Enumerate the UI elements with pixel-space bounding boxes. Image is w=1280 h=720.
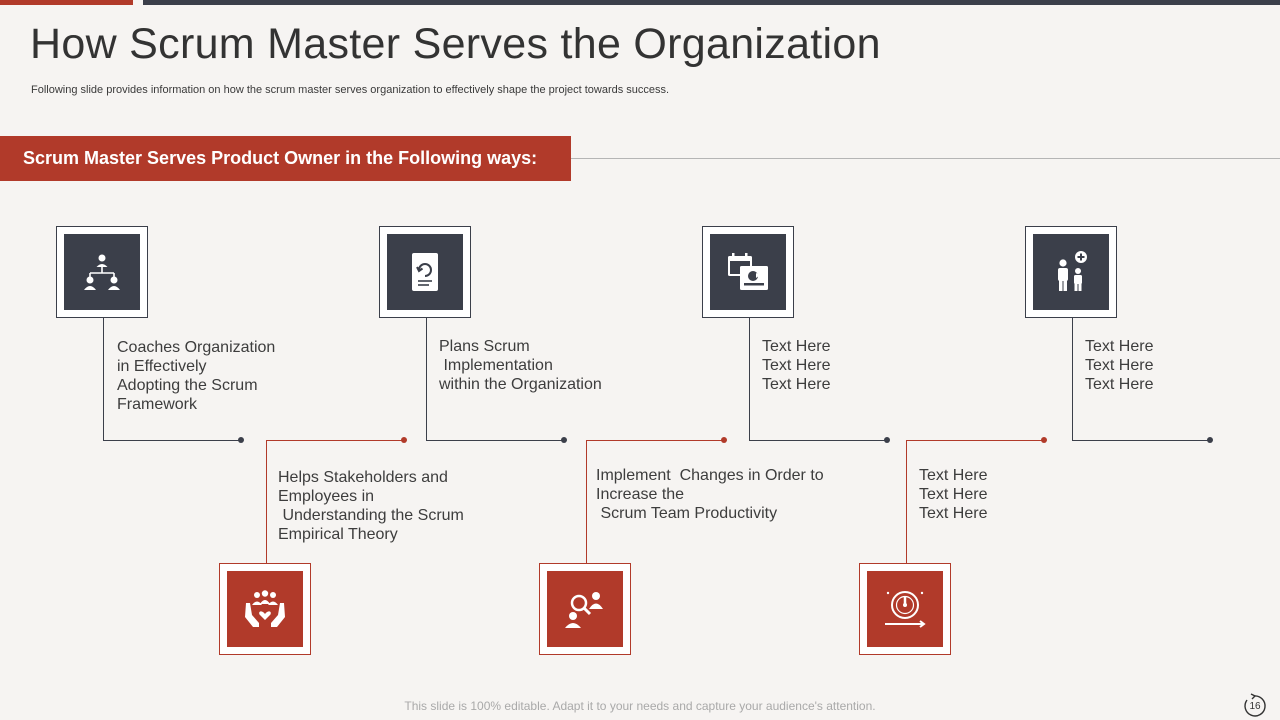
org-hierarchy-icon	[84, 254, 120, 290]
item-6-dot	[1041, 437, 1047, 443]
item-6-connector	[906, 441, 907, 564]
page-number-badge: 16	[1242, 693, 1268, 717]
footer-note: This slide is 100% editable. Adapt it to…	[404, 699, 876, 713]
calendar-schedule-icon	[728, 253, 768, 290]
item-3-icon-frame	[379, 226, 471, 318]
banner-divider	[571, 158, 1280, 159]
page-number: 16	[1249, 701, 1261, 712]
item-7-connector	[1072, 318, 1073, 441]
item-2-text: Helps Stakeholders and Employees in Unde…	[278, 469, 464, 543]
item-3-dot	[561, 437, 567, 443]
document-refresh-icon	[412, 253, 438, 291]
speedometer-icon	[885, 591, 926, 628]
refresh-circle-icon	[1244, 693, 1266, 717]
item-3-text: Plans Scrum Implementation within the Or…	[439, 338, 602, 393]
item-7-timeline-segment	[1072, 440, 1210, 441]
top-accent-bar-dark	[143, 0, 1280, 5]
item-4-dot	[721, 437, 727, 443]
item-4-text: Implement Changes in Order to Increase t…	[596, 467, 824, 522]
top-accent-bar-red	[0, 0, 133, 5]
item-1-text: Coaches Organization in Effectively Adop…	[117, 339, 276, 413]
item-4-icon-frame	[539, 563, 631, 655]
item-7-text: Text Here Text Here Text Here	[1085, 338, 1154, 393]
item-4-timeline-segment	[586, 440, 724, 441]
item-5-text: Text Here Text Here Text Here	[762, 338, 831, 393]
parent-child-icon	[1058, 251, 1087, 291]
item-1-timeline-segment	[103, 440, 241, 441]
hands-community-icon	[245, 590, 285, 627]
page-title: How Scrum Master Serves the Organization	[30, 20, 881, 68]
item-3-connector	[426, 318, 427, 441]
item-1-dot	[238, 437, 244, 443]
item-5-connector	[749, 318, 750, 441]
item-6-text: Text Here Text Here Text Here	[919, 467, 988, 522]
item-2-timeline-segment	[266, 440, 404, 441]
item-3-timeline-segment	[426, 440, 564, 441]
item-5-dot	[884, 437, 890, 443]
section-banner: Scrum Master Serves Product Owner in the…	[0, 136, 571, 181]
item-5-icon-frame	[702, 226, 794, 318]
item-4-connector	[586, 441, 587, 564]
item-2-dot	[401, 437, 407, 443]
item-6-timeline-segment	[906, 440, 1044, 441]
team-search-icon	[565, 592, 603, 628]
item-1-icon-frame	[56, 226, 148, 318]
item-1-connector	[103, 318, 104, 441]
item-5-timeline-segment	[749, 440, 887, 441]
item-2-connector	[266, 441, 267, 564]
item-7-icon-frame	[1025, 226, 1117, 318]
item-7-dot	[1207, 437, 1213, 443]
item-2-icon-frame	[219, 563, 311, 655]
page-subtitle: Following slide provides information on …	[31, 84, 670, 96]
item-6-icon-frame	[859, 563, 951, 655]
